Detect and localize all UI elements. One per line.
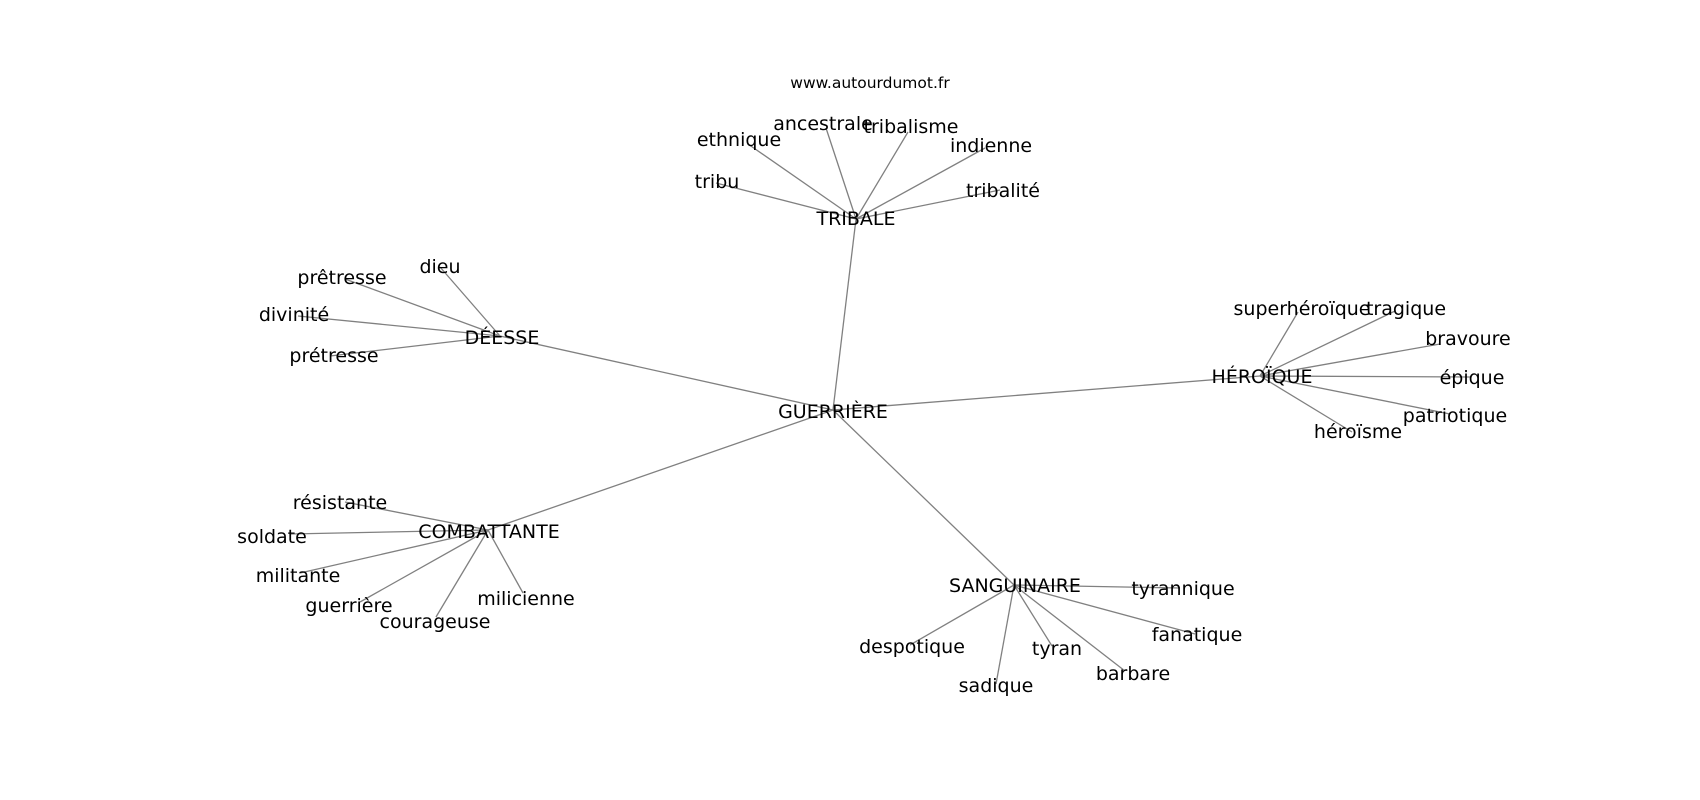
node-word: soldate bbox=[237, 526, 307, 548]
edge-deesse-dieu bbox=[439, 266, 501, 337]
node-word: héroïsme bbox=[1314, 421, 1402, 443]
node-word: courageuse bbox=[380, 611, 491, 633]
node-word: tribalité bbox=[966, 180, 1040, 202]
edge-guerriere-deesse bbox=[499, 335, 834, 411]
edge-combattante-resistante bbox=[344, 501, 489, 531]
node-word: milicienne bbox=[477, 588, 575, 610]
edge-tribale-tribalite bbox=[855, 189, 1001, 220]
node-word: militante bbox=[256, 565, 341, 587]
edge-heroique-patriotique bbox=[1259, 375, 1451, 415]
edge-tribale-ancestrale bbox=[825, 127, 857, 220]
node-word: résistante bbox=[293, 492, 387, 514]
node-hub-sanguinaire: SANGUINAIRE bbox=[949, 575, 1081, 597]
edge-tribale-tribalisme bbox=[855, 131, 909, 220]
edge-combattante-courageuse bbox=[435, 529, 489, 618]
edge-deesse-divinite bbox=[297, 315, 501, 337]
node-word: ethnique bbox=[697, 129, 781, 151]
node-word: superhéroïque bbox=[1234, 298, 1371, 320]
edge-heroique-epique bbox=[1259, 375, 1471, 378]
node-word: indienne bbox=[950, 135, 1032, 157]
node-hub-deesse: DÉESSE bbox=[465, 326, 540, 349]
node-word: ancestrale bbox=[773, 113, 873, 135]
edge-sanguinaire-tyrannique bbox=[1013, 584, 1181, 589]
node-word: barbare bbox=[1096, 663, 1170, 685]
node-hub-heroique: HÉROÏQUE bbox=[1212, 365, 1313, 388]
node-word: sadique bbox=[959, 675, 1034, 697]
labels-layer: GUERRIÈRE TRIBALE ethnique ancestrale tr… bbox=[237, 113, 1511, 697]
edge-sanguinaire-sadique bbox=[995, 584, 1015, 685]
edge-sanguinaire-fanatique bbox=[1013, 584, 1196, 635]
edge-sanguinaire-barbare bbox=[1013, 584, 1126, 672]
edge-tribale-ethnique bbox=[747, 143, 857, 220]
node-word: divinité bbox=[259, 304, 329, 326]
node-word: bravoure bbox=[1425, 328, 1511, 350]
node-word: tyran bbox=[1032, 638, 1082, 660]
node-word: tyrannique bbox=[1131, 578, 1234, 600]
edge-sanguinaire-tyran bbox=[1013, 584, 1053, 647]
edge-tribale-tribu bbox=[715, 182, 857, 220]
edge-combattante-soldate bbox=[289, 529, 489, 535]
node-word: tragique bbox=[1366, 298, 1446, 320]
node-word: dieu bbox=[419, 256, 460, 278]
node-word: fanatique bbox=[1152, 624, 1243, 646]
node-word: épique bbox=[1440, 367, 1505, 389]
edge-guerriere-combattante bbox=[487, 409, 834, 531]
node-word: guerrière bbox=[305, 595, 392, 617]
edge-guerriere-sanguinaire bbox=[832, 409, 1015, 586]
edge-heroique-heroisme bbox=[1259, 375, 1353, 433]
edge-heroique-tragique bbox=[1259, 310, 1396, 377]
edge-deesse-pretresse bbox=[344, 278, 501, 337]
source-label: www.autourdumot.fr bbox=[790, 74, 950, 92]
node-hub-tribale: TRIBALE bbox=[815, 208, 895, 230]
edge-heroique-superheroique bbox=[1259, 311, 1299, 377]
node-word: prêtresse bbox=[297, 267, 386, 289]
edge-guerriere-heroique bbox=[832, 375, 1261, 411]
node-hub-combattante: COMBATTANTE bbox=[418, 521, 559, 543]
node-word: tribu bbox=[695, 171, 740, 193]
edge-heroique-bravoure bbox=[1259, 343, 1441, 377]
node-word: prétresse bbox=[289, 345, 378, 367]
edge-guerriere-tribale bbox=[832, 218, 857, 411]
edge-combattante-militante bbox=[299, 529, 489, 574]
node-center: GUERRIÈRE bbox=[778, 400, 888, 423]
edge-sanguinaire-despotique bbox=[909, 584, 1015, 646]
edge-combattante-guerriere bbox=[359, 529, 489, 603]
edge-tribale-indienne bbox=[855, 147, 986, 220]
edge-combattante-milicienne bbox=[487, 529, 524, 594]
node-word: despotique bbox=[859, 636, 965, 658]
edge-deesse-pretresse2 bbox=[329, 335, 501, 357]
edges-layer bbox=[289, 127, 1471, 685]
node-word: patriotique bbox=[1403, 405, 1507, 427]
node-word: tribalisme bbox=[864, 116, 959, 138]
